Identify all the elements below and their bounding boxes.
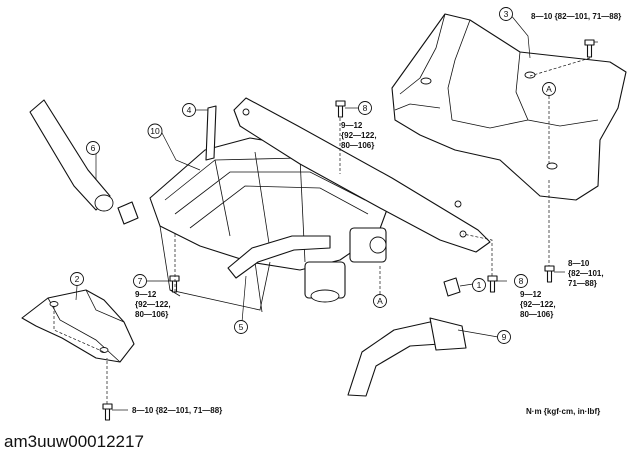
- evap-hose-upper: [29, 99, 139, 225]
- callout-9: 9: [497, 330, 511, 344]
- evap-hose-lower: [347, 317, 467, 397]
- reference-a-bottom: A: [373, 294, 387, 308]
- torque-spec-bottom-left: 8—10 {82—101, 71—88}: [132, 406, 222, 415]
- svg-text:8: 8: [519, 276, 524, 286]
- torque-spec-mid-3: 80—106}: [341, 141, 374, 150]
- bolt-upper-right: [584, 39, 595, 58]
- svg-text:6: 6: [91, 143, 96, 153]
- leader-lines: [75, 13, 598, 411]
- callout-10: 10: [147, 123, 163, 139]
- bolt-far-right: [544, 265, 555, 283]
- torque-spec-left-2: {92—122,: [135, 300, 171, 309]
- svg-text:A: A: [546, 84, 552, 94]
- callout-8-right: 8: [514, 274, 528, 288]
- torque-spec-right-3: 80—106}: [520, 310, 553, 319]
- bolt-bottom-left: [102, 403, 113, 421]
- units-note: N·m {kgf·cm, in·lbf}: [526, 407, 600, 416]
- callout-6: 6: [86, 141, 100, 155]
- torque-spec-far-right-2: {82—101,: [568, 269, 604, 278]
- svg-text:A: A: [377, 296, 383, 306]
- bolt-upper-mid: [335, 100, 346, 118]
- svg-text:1: 1: [477, 280, 482, 290]
- torque-spec-left-1: 9—12: [135, 290, 157, 299]
- hose-clip: [443, 277, 461, 297]
- torque-spec-left-3: 80—106}: [135, 310, 168, 319]
- callout-4: 4: [182, 103, 196, 117]
- svg-text:5: 5: [239, 322, 244, 332]
- svg-text:3: 3: [504, 9, 509, 19]
- figure-code: am3uuw00012217: [4, 432, 144, 451]
- svg-text:4: 4: [187, 105, 192, 115]
- callout-1: 1: [472, 278, 486, 292]
- torque-spec-right-2: {92—122,: [520, 300, 556, 309]
- evap-hose-short: [227, 235, 331, 279]
- heat-insulator-lower: [21, 289, 135, 363]
- svg-text:10: 10: [150, 126, 160, 136]
- bolt-right-mid: [487, 275, 498, 293]
- callout-5: 5: [234, 320, 248, 334]
- heat-insulator-upper: [391, 13, 627, 201]
- torque-spec-mid-1: 9—12: [341, 121, 363, 130]
- callout-7: 7: [133, 274, 147, 288]
- torque-spec-top-right: 8—10 {82—101, 71—88}: [531, 12, 621, 21]
- svg-text:2: 2: [75, 274, 80, 284]
- torque-spec-far-right-1: 8—10: [568, 259, 590, 268]
- svg-text:9: 9: [502, 332, 507, 342]
- alignment-lines: [53, 57, 591, 404]
- bolt-left-mid: [169, 275, 180, 293]
- torque-spec-far-right-3: 71—88}: [568, 279, 597, 288]
- torque-spec-mid-2: {92—122,: [341, 131, 377, 140]
- callout-8-upper: 8: [358, 101, 372, 115]
- svg-text:8: 8: [363, 103, 368, 113]
- vent-pipe: [205, 105, 217, 161]
- torque-spec-right-1: 9—12: [520, 290, 542, 299]
- callout-3: 3: [499, 7, 513, 21]
- callout-2: 2: [70, 272, 84, 286]
- reference-a-top: A: [542, 82, 556, 96]
- canister-bracket: [233, 97, 491, 253]
- svg-text:7: 7: [138, 276, 143, 286]
